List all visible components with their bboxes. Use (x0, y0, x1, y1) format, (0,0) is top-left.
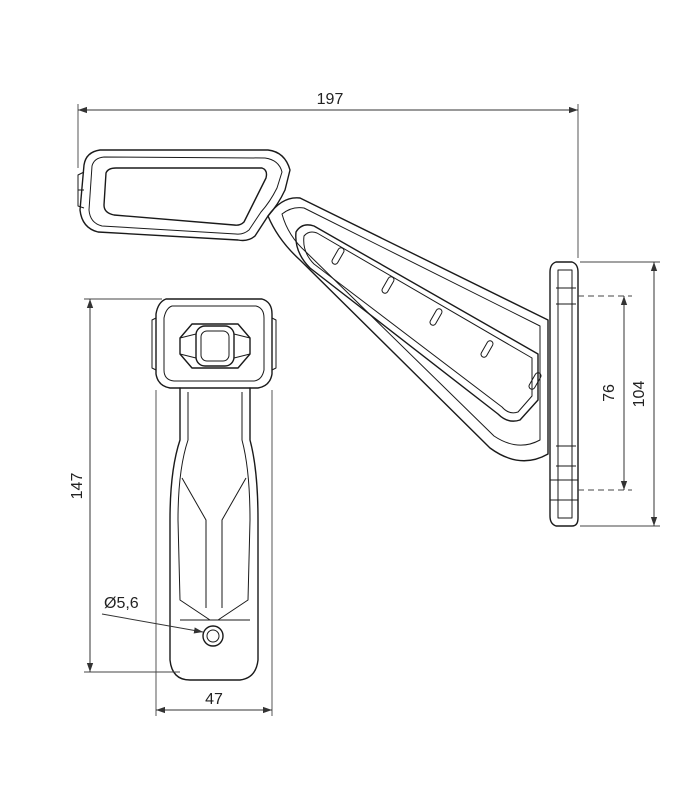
lamp-head-inner (88, 156, 283, 235)
dim-label-overall-width: 197 (317, 91, 344, 108)
dimension-base-width: 47 (155, 390, 273, 716)
mount-plate-notch (556, 287, 576, 305)
front-head-outline (155, 298, 273, 389)
dim-label-mount-spacing: 76 (601, 384, 618, 402)
mount-plate (549, 261, 579, 527)
led-marker (528, 372, 542, 390)
front-stem-channel (181, 477, 247, 608)
mount-plate-notch (550, 479, 578, 501)
side-view (77, 149, 579, 527)
mount-hole-inner (206, 629, 220, 643)
led-marker (381, 276, 395, 294)
arm-outline (267, 197, 549, 462)
led-marker (429, 308, 443, 326)
front-head-inner (163, 305, 265, 382)
front-boss-diagonals (179, 333, 251, 359)
dim-label-base-width: 47 (205, 691, 223, 708)
front-stem-inner (177, 392, 251, 621)
dimension-hole-diameter: Ø5,6 (101, 595, 204, 634)
dim-label-plate-height: 104 (631, 381, 648, 408)
front-boss-inner (200, 330, 230, 362)
front-head-ear-right (271, 317, 277, 371)
mount-hole (202, 625, 224, 647)
front-boss (195, 325, 235, 367)
lamp-lens (103, 167, 268, 226)
arm-slot-inner (303, 231, 533, 414)
led-markers (331, 247, 542, 390)
led-marker (480, 340, 494, 358)
mount-plate-inner (557, 269, 573, 519)
arm-inner-edge (281, 207, 541, 446)
dim-label-hole-diameter: Ø5,6 (104, 595, 139, 612)
led-marker (331, 247, 345, 265)
front-view (151, 298, 277, 681)
dimension-height: 147 (69, 298, 180, 673)
mount-plate-notch (556, 445, 576, 467)
arm-slot (295, 224, 539, 422)
dimension-overall-width: 197 (77, 91, 579, 258)
front-boss-outer (179, 323, 251, 369)
dimension-mount-spacing: 76 (578, 295, 632, 491)
front-head-ear-left (151, 317, 157, 371)
front-stem-outline (169, 387, 259, 681)
dim-label-height: 147 (69, 473, 86, 500)
dimension-plate-height: 104 (580, 261, 660, 527)
